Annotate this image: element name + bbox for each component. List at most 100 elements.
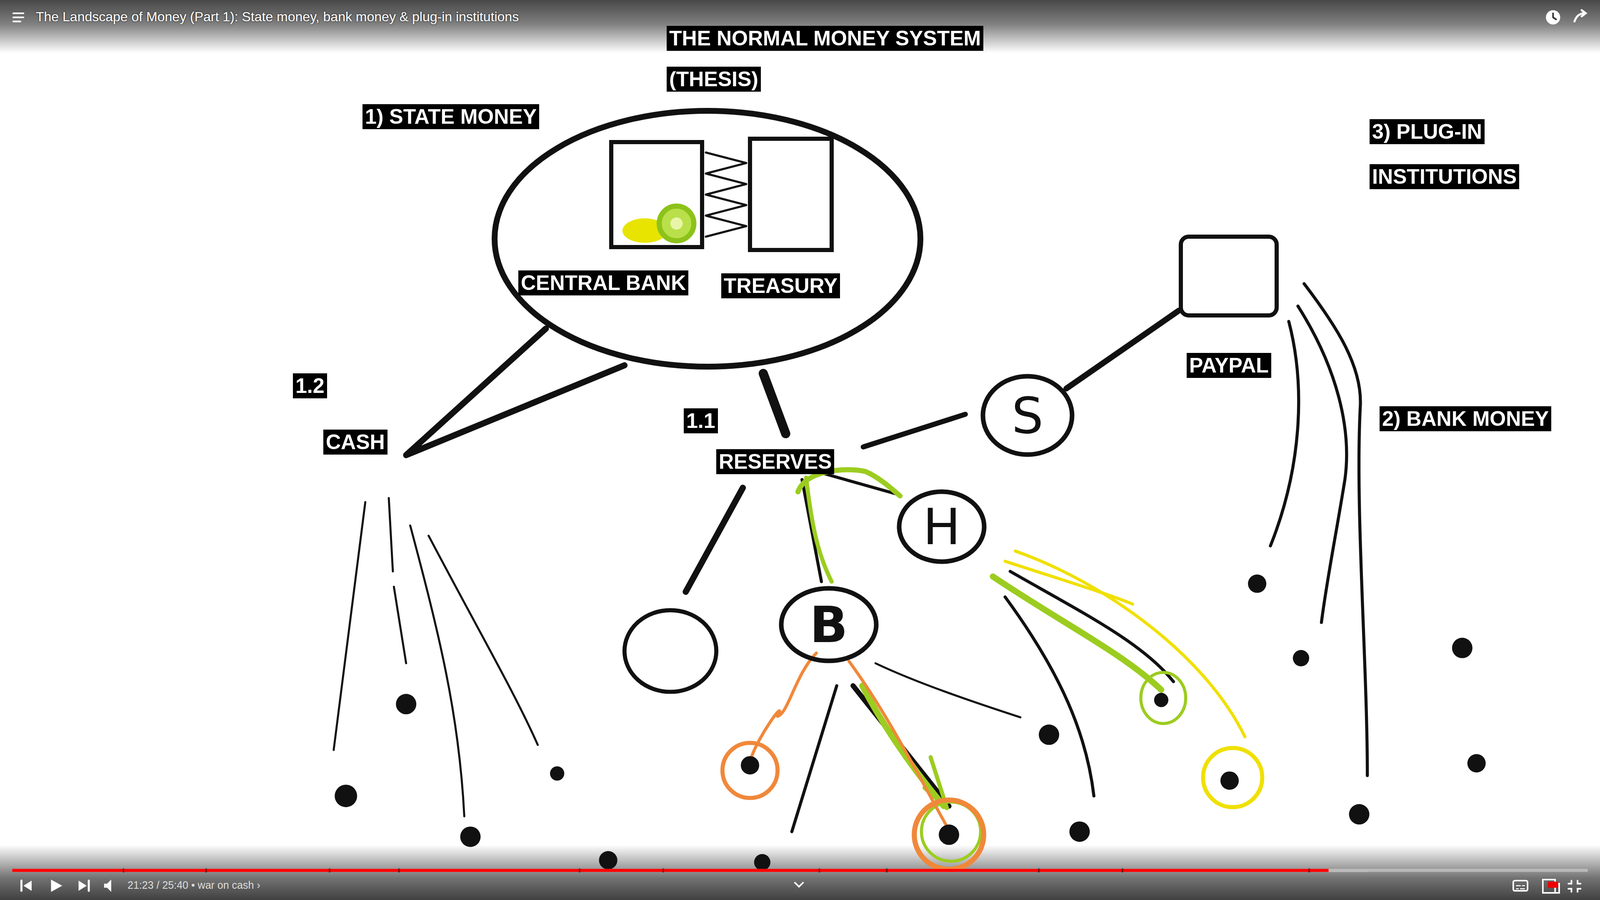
yellow-highlight	[1015, 550, 1245, 737]
ink-dot	[1292, 650, 1310, 667]
ink-dot	[754, 854, 771, 871]
player-control-icon	[78, 880, 88, 891]
ink-stroke	[791, 685, 837, 832]
video-bottom-shade	[0, 845, 1600, 900]
box-outline	[747, 136, 834, 253]
yellow-highlight	[1005, 561, 1133, 605]
section-heading-wrap: 2) BANK MONEY	[1379, 406, 1552, 432]
diagram-title-wrap: THE NORMAL MONEY SYSTEM	[666, 25, 984, 51]
ink-stroke	[428, 535, 538, 745]
video-top-shade	[0, 0, 1600, 53]
green-highlight	[992, 576, 1162, 690]
ink-stroke	[685, 487, 743, 593]
top-bar-icon	[13, 13, 24, 22]
node-label-wrap: PAYPAL	[1186, 352, 1272, 378]
player-control-icon	[795, 882, 804, 887]
section-heading: 2) BANK MONEY	[1379, 406, 1552, 432]
node-label: TREASURY	[721, 273, 840, 299]
ink-stroke	[1297, 306, 1347, 623]
video-bottom-shade	[0, 845, 1600, 900]
ink-dot	[1069, 821, 1090, 842]
connector-line	[1066, 310, 1179, 389]
orange-highlight	[914, 800, 984, 870]
part-name-wrap: RESERVES	[716, 449, 835, 475]
video-time: 21:23 / 25:40 • war on cash ›	[127, 879, 261, 892]
ink-stroke	[863, 414, 966, 447]
player-control-icon	[1547, 881, 1558, 888]
player-control-icon	[87, 880, 90, 891]
box-outline	[1178, 234, 1279, 318]
ink-dot	[460, 826, 481, 848]
ink-stroke	[1005, 597, 1094, 797]
player-control-icon	[20, 880, 23, 891]
green-highlight	[797, 469, 1186, 862]
ink-stroke	[333, 283, 1368, 832]
paypal-box: PAYPAL	[1178, 234, 1279, 318]
player-control-icon	[104, 879, 112, 892]
ink-dot	[395, 693, 417, 715]
connector	[705, 152, 747, 237]
outline-shape	[488, 105, 927, 373]
ink-dot	[1452, 637, 1473, 659]
progress-bar	[12, 868, 1588, 873]
diagram-title: THE NORMAL MONEY SYSTEM	[666, 25, 984, 51]
ink-dot	[550, 766, 565, 781]
section-heading: 3) PLUG-IN INSTITUTIONS	[1369, 119, 1520, 190]
ink-dot	[1154, 692, 1169, 708]
node-letter: H	[894, 487, 989, 567]
ink-stroke	[763, 373, 786, 434]
ink-dot	[740, 756, 760, 775]
subtitle-tag: (THESIS)	[666, 66, 761, 92]
part-name-wrap: CASH	[323, 429, 388, 455]
progress-bar	[1328, 868, 1368, 872]
ink-dot	[1247, 574, 1267, 593]
ink-stroke	[410, 525, 465, 817]
node-letter: S	[978, 371, 1077, 460]
ink-dot	[1038, 724, 1060, 745]
ink-stroke	[624, 610, 717, 692]
player-control-icon	[1516, 885, 1525, 889]
part-name: RESERVES	[716, 449, 835, 475]
progress-bar	[123, 868, 1310, 873]
player-control-icon	[23, 880, 32, 891]
orange-highlight	[722, 652, 984, 870]
player-control-icon	[1542, 879, 1560, 893]
node-letter: B	[776, 583, 881, 666]
treasury-box: TREASURY	[747, 136, 834, 253]
callout-number-wrap: 1.1	[683, 408, 718, 434]
top-bar-icon	[1574, 10, 1586, 22]
node-label: CENTRAL BANK	[518, 270, 689, 296]
node-label: PAYPAL	[1186, 352, 1272, 378]
central-bank-box: CENTRAL BANK	[609, 140, 705, 250]
state-money-region: 1) STATE MONEY CENTRAL BANK TREASURY	[362, 104, 927, 374]
box-outline	[609, 140, 705, 250]
node-label: 1) STATE MONEY	[362, 104, 540, 130]
node-label-wrap: TREASURY	[721, 273, 840, 299]
green-highlight	[1140, 672, 1186, 724]
section-heading-wrap: 3) PLUG-IN INSTITUTIONS	[1369, 111, 1570, 202]
ink-dot	[334, 784, 358, 808]
ink-stroke	[333, 502, 366, 750]
video-title: The Landscape of Money (Part 1): State m…	[35, 9, 519, 25]
top-bar-icon	[1552, 13, 1556, 20]
ellipse-outline	[494, 110, 921, 367]
node-label-wrap: CENTRAL BANK	[518, 270, 689, 296]
ink-dot	[1220, 771, 1239, 790]
callout-number: 1.1	[683, 408, 718, 434]
ink-stroke	[875, 663, 1021, 718]
coin-blob	[670, 217, 683, 230]
progress-bar	[12, 868, 1329, 872]
yellow-highlight	[1005, 550, 1263, 808]
yellow-highlight	[1202, 747, 1263, 808]
subtitle-tag-wrap: (THESIS)	[666, 66, 761, 92]
player-control-icon	[1568, 880, 1581, 892]
ink-stroke	[1270, 321, 1299, 546]
callout-number: 1.2	[292, 373, 328, 399]
coin-blob	[622, 206, 694, 243]
video-top-shade	[0, 0, 1600, 53]
ink-dot	[334, 574, 1486, 871]
institution-circle: B	[776, 583, 881, 666]
top-bar-icon	[1545, 10, 1560, 25]
ink-stroke	[388, 497, 407, 664]
